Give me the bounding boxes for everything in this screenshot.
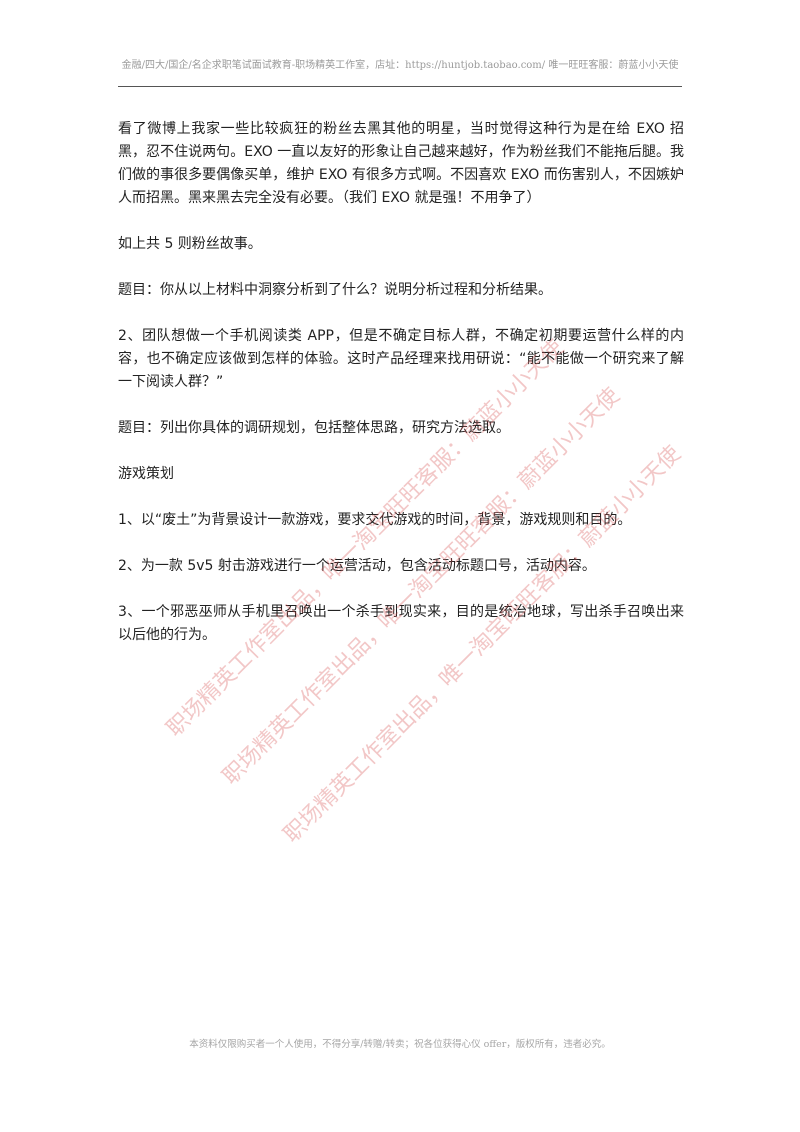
paragraph-case-2: 2、团队想做一个手机阅读类 APP，但是不确定目标人群，不确定初期要运营什么样的…: [118, 328, 684, 390]
section-heading-game-design: 游戏策划: [118, 466, 174, 482]
question-1: 题目：你从以上材料中洞察分析到了什么？说明分析过程和分析结果。: [118, 282, 552, 298]
paragraph-summary: 如上共 5 则粉丝故事。: [118, 236, 262, 252]
game-question-3: 3、一个邪恶巫师从手机里召唤出一个杀手到现实来，目的是统治地球，写出杀手召唤出来…: [118, 604, 684, 643]
game-question-2: 2、为一款 5v5 射击游戏进行一个运营活动，包含活动标题口号，活动内容。: [118, 558, 596, 574]
paragraph-fan-story: 看了微博上我家一些比较疯狂的粉丝去黑其他的明星，当时觉得这种行为是在给 EXO …: [118, 121, 684, 206]
header-divider: [118, 86, 682, 87]
page-header: 金融/四大/国企/名企求职笔试面试教育-职场精英工作室，店址：https://h…: [121, 60, 679, 71]
page-footer: 本资料仅限购买者一个人使用，不得分享/转赠/转卖；祝各位获得心仪 offer，版…: [189, 1039, 611, 1050]
document-body: 看了微博上我家一些比较疯狂的粉丝去黑其他的明星，当时觉得这种行为是在给 EXO …: [118, 118, 684, 670]
game-question-1: 1、以“废土”为背景设计一款游戏，要求交代游戏的时间，背景，游戏规则和目的。: [118, 512, 632, 528]
question-2: 题目：列出你具体的调研规划，包括整体思路，研究方法选取。: [118, 420, 510, 436]
